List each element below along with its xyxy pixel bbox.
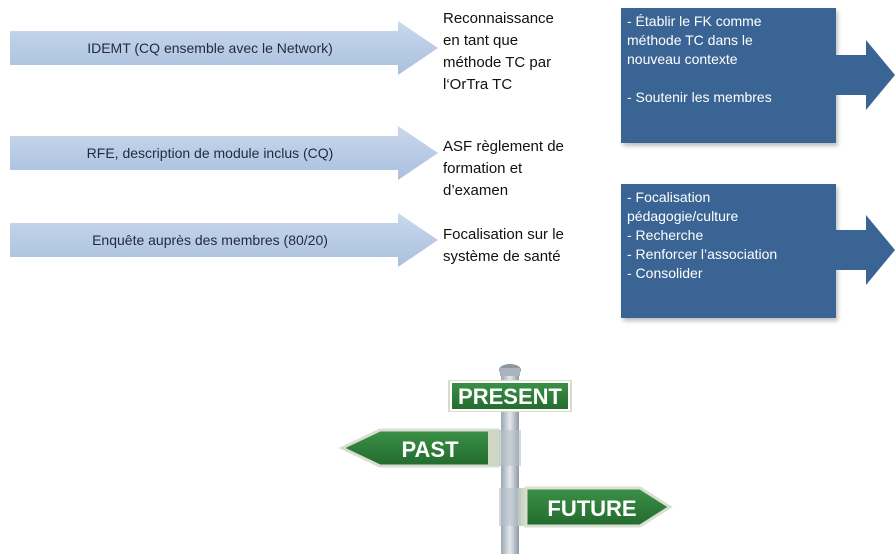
note-line: en tant que: [443, 32, 519, 49]
signpost-illustration: PRESENT PAST FUTURE: [338, 364, 673, 554]
arrow-label: Enquête auprès des membres (80/20): [92, 232, 328, 248]
box-line: pédagogie/culture: [627, 208, 739, 224]
box-line: - Consolider: [627, 265, 703, 281]
arrow-enquete: Enquête auprès des membres (80/20): [0, 213, 440, 267]
box-line: - Focalisation: [627, 189, 711, 205]
sign-past-label: PAST: [401, 437, 459, 462]
box-line: - Établir le FK comme: [627, 13, 762, 29]
note-line: d’examen: [443, 182, 509, 199]
arrow-shape: [10, 126, 438, 180]
sign-present-label: PRESENT: [458, 384, 562, 409]
arrow-rfe: RFE, description de module inclus (CQ): [0, 126, 440, 180]
box-line: méthode TC dans le: [627, 32, 753, 48]
box-line: nouveau contexte: [627, 51, 738, 67]
sign-past: PAST: [338, 428, 500, 468]
note-line: système de santé: [443, 248, 561, 265]
arrow-shape: [10, 213, 438, 267]
note-line: Focalisation sur le: [443, 226, 564, 243]
arrow-shape: [10, 21, 438, 75]
goal-box-1: - Établir le FK comme méthode TC dans le…: [621, 8, 836, 143]
note-line: Reconnaissance: [443, 10, 554, 27]
box-arrow-1: [836, 40, 895, 110]
sign-future: FUTURE: [518, 486, 673, 528]
box-arrow-2: [836, 215, 895, 285]
box-line: - Renforcer l’association: [627, 246, 778, 262]
arrow-label: RFE, description de module inclus (CQ): [86, 145, 334, 161]
arrow-label: IDEMT (CQ ensemble avec le Network): [87, 40, 333, 56]
sign-present: PRESENT: [448, 380, 572, 412]
note-focalisation: Focalisation sur le système de santé: [443, 224, 593, 268]
note-line: l‘OrTra TC: [443, 76, 513, 93]
note-line: méthode TC par: [443, 54, 552, 71]
note-reconnaissance: Reconnaissance en tant que méthode TC pa…: [443, 8, 593, 96]
note-asf: ASF règlement de formation et d’examen: [443, 136, 593, 202]
box-line: - Soutenir les membres: [627, 89, 772, 105]
note-line: formation et: [443, 160, 523, 177]
goal-box-2: - Focalisation pédagogie/culture - Reche…: [621, 184, 836, 318]
arrow-idemt: IDEMT (CQ ensemble avec le Network): [0, 21, 440, 75]
box-line: ​: [627, 69, 830, 88]
sign-future-label: FUTURE: [547, 496, 636, 521]
note-line: ASF règlement de: [443, 138, 564, 155]
box-line: - Recherche: [627, 227, 704, 243]
